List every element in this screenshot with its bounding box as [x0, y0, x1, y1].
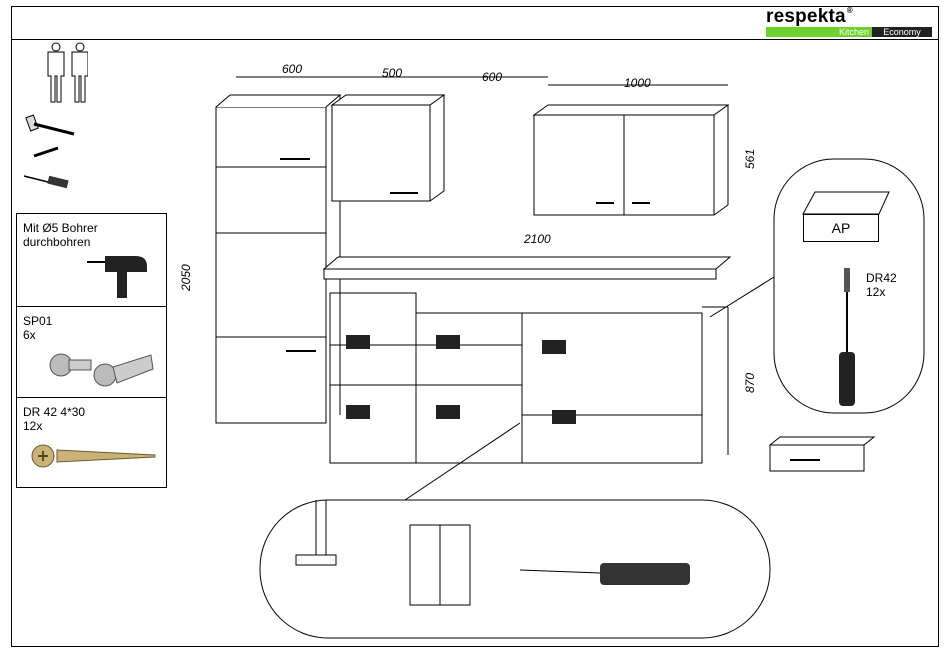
header-divider [11, 39, 939, 40]
instruction-panel-dr42: DR 42 4*30 12x [16, 397, 167, 488]
dim-width-2: 500 [382, 66, 402, 80]
brand-tag-economy: Economy [872, 27, 932, 37]
detail-screwdriver-icon [836, 262, 858, 410]
drill-icon [85, 254, 165, 304]
brand-tag-kitchen: Kitchen [766, 27, 872, 37]
dim-width-1: 600 [282, 62, 302, 76]
drill-bit-icon [34, 148, 58, 156]
drill-text-1: Mit Ø5 Bohrer [23, 221, 98, 235]
part-qty-sp01: 6x [23, 328, 36, 342]
part-qty-dr42: 12x [23, 419, 42, 433]
wood-screw-icon [31, 442, 161, 474]
dim-width-4: 1000 [624, 76, 651, 90]
detail-screw-code: DR42 [866, 271, 897, 285]
hammer-icon [26, 115, 74, 134]
dim-base-height: 870 [743, 373, 757, 393]
connector-bolt-icon [47, 345, 157, 395]
detail-screw-qty: 12x [866, 285, 885, 299]
ap-detail: AP [801, 186, 891, 258]
dim-total-height: 2050 [179, 264, 193, 292]
tools-column [18, 42, 88, 202]
instruction-panel-drill: Mit Ø5 Bohrer durchbohren [16, 213, 167, 307]
dim-countertop-width: 2100 [523, 232, 551, 246]
screwdriver-icon [24, 176, 69, 189]
ap-label-box: AP [803, 214, 879, 242]
kitchen-drawing: 600 500 600 1000 2100 2050 561 870 [170, 55, 940, 647]
part-code-sp01: SP01 [23, 314, 52, 328]
dim-width-3: 600 [482, 70, 502, 84]
dim-wall-height: 561 [743, 149, 757, 169]
ap-box-top [801, 186, 891, 216]
two-persons-icon [48, 43, 88, 102]
brand-logo: respekta® [766, 6, 853, 28]
instruction-panel-sp01: SP01 6x [16, 306, 167, 398]
drill-text-2: durchbohren [23, 235, 90, 249]
drill-icons [346, 335, 576, 424]
part-code-dr42: DR 42 4*30 [23, 405, 85, 419]
